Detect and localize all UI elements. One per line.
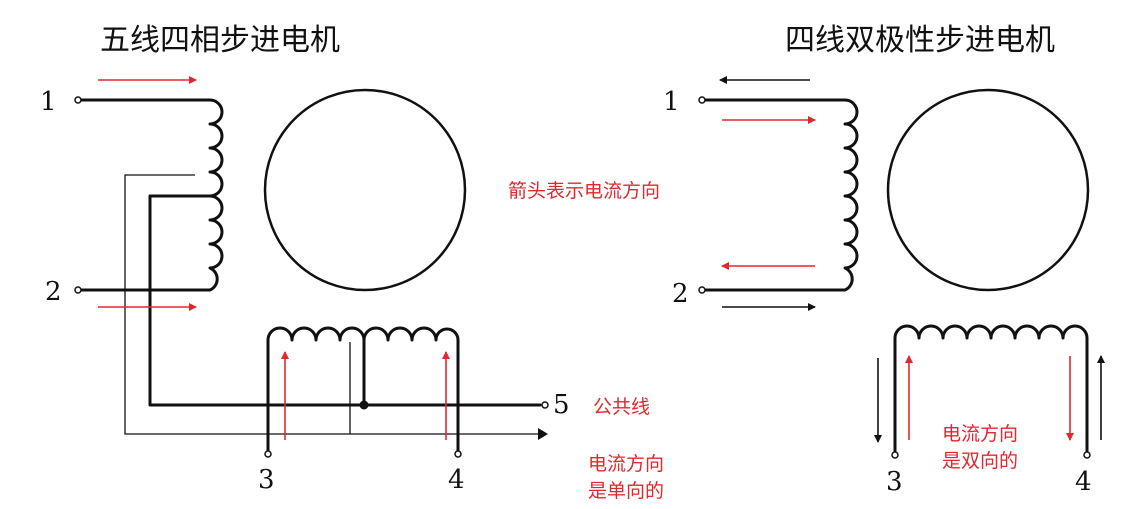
secondary-wire — [124, 174, 540, 435]
common-wire-label: 公共线 — [593, 396, 650, 418]
rotor-circle-right — [886, 88, 1090, 292]
coil-b-winding-right — [893, 324, 1089, 454]
terminal-1-dot-right — [698, 96, 706, 104]
terminal-3-label-right: 3 — [886, 467, 903, 497]
five-wire-title: 五线四相步进电机 — [100, 23, 340, 58]
terminal-4-dot — [454, 450, 462, 458]
terminal-2-dot-right — [698, 286, 706, 294]
terminal-3-dot — [264, 450, 272, 458]
four-wire-title: 四线双极性步进电机 — [785, 23, 1055, 58]
terminal-4-label-right: 4 — [1075, 467, 1092, 497]
terminal-1-label-right: 1 — [663, 87, 680, 117]
terminal-5-label: 5 — [553, 390, 570, 420]
terminal-2-label: 2 — [45, 277, 62, 307]
terminal-2-label-right: 2 — [672, 279, 689, 309]
coil-a-common-wire — [148, 194, 542, 407]
terminal-4-dot-right — [1083, 451, 1091, 459]
common-junction-dot — [359, 400, 369, 410]
terminal-2-dot — [74, 286, 82, 294]
right-note-line-2: 是双向的 — [942, 450, 1018, 472]
terminal-1-dot — [74, 96, 82, 104]
terminal-4-label: 4 — [448, 465, 465, 495]
terminal-3-dot-right — [891, 451, 899, 459]
arrow-legend-note: 箭头表示电流方向 — [508, 180, 660, 202]
four-wire-motor: 四线双极性步进电机 1 2 3 4 电流方向 是双向的 — [663, 23, 1105, 497]
right-note-line-1: 电流方向 — [942, 423, 1018, 445]
rotor-circle — [263, 88, 467, 292]
coil-a-winding — [76, 98, 224, 292]
coil-a-winding-right — [700, 98, 859, 292]
left-note-line-2: 是单向的 — [588, 480, 664, 502]
left-note-line-1: 电流方向 — [588, 453, 664, 475]
terminal-5-dot — [541, 401, 549, 409]
five-wire-motor: 五线四相步进电机 1 2 3 4 5 公共线 电流方向 是单向的 — [40, 23, 664, 502]
terminal-1-label: 1 — [40, 87, 57, 117]
secondary-wire-arrowhead — [538, 428, 548, 440]
terminal-3-label: 3 — [258, 465, 275, 495]
